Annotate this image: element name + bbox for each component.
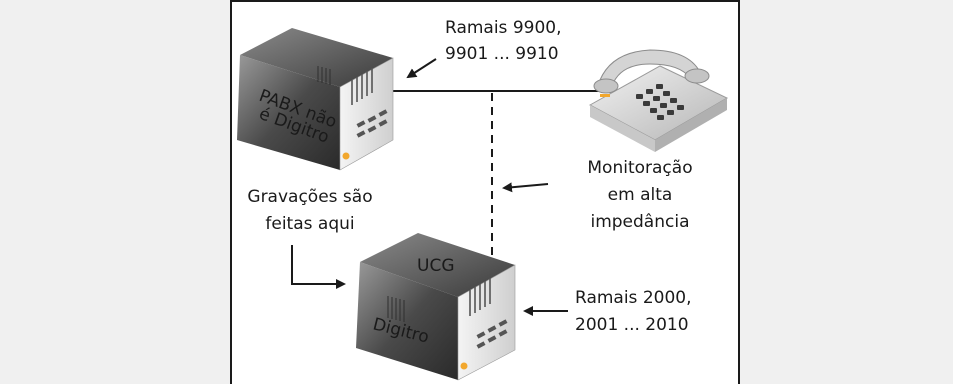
ucg-title: UCG (417, 256, 455, 276)
phone-extensions-line2: 9901 ... 9910 (445, 44, 559, 64)
monitoring-arrow (502, 182, 549, 193)
recordings-line1: Gravações são (247, 187, 372, 207)
extensions-arrow (406, 58, 437, 79)
ucg-server-icon (356, 233, 516, 381)
telephone-icon (588, 49, 729, 152)
phone-extensions-line1: Ramais 9900, (445, 18, 562, 38)
pabx-server-icon (237, 28, 394, 171)
ucg-extensions-line1: Ramais 2000, (575, 288, 692, 308)
monitoring-line1: Monitoração (587, 158, 692, 178)
monitoring-line2: em alta (608, 185, 673, 205)
recordings-line2: feitas aqui (265, 214, 354, 234)
ucg-extensions-line2: 2001 ... 2010 (575, 315, 689, 335)
monitoring-line3: impedância (590, 212, 689, 232)
recordings-arrow (291, 245, 346, 289)
